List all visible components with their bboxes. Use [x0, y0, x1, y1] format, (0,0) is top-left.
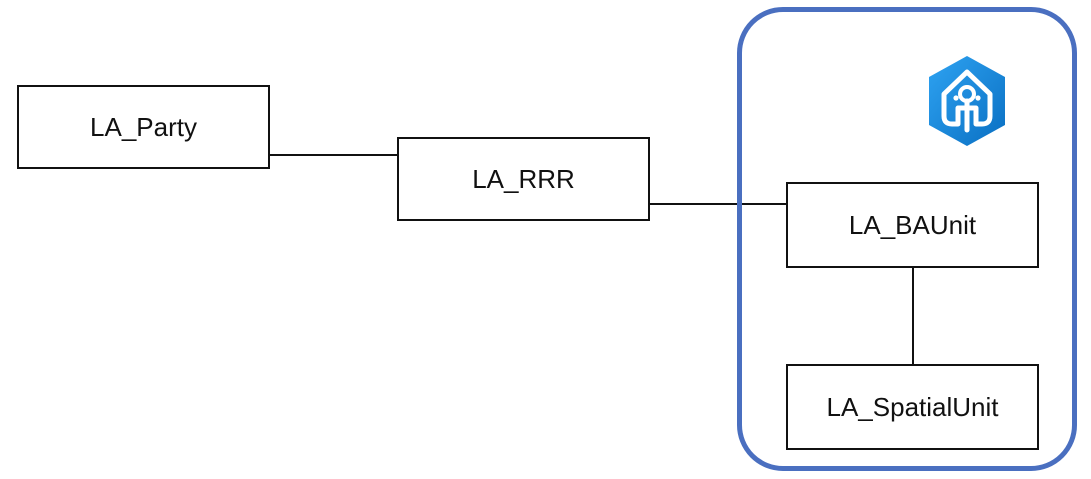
entity-label: LA_SpatialUnit	[826, 391, 999, 422]
entity-label: LA_RRR	[472, 163, 575, 194]
entity-la-rrr: LA_RRR	[397, 137, 650, 221]
building-key-icon	[926, 54, 1008, 148]
entity-la-spatialunit: LA_SpatialUnit	[786, 364, 1039, 450]
entity-la-party: LA_Party	[17, 85, 270, 169]
entity-label: LA_BAUnit	[848, 209, 977, 240]
entity-la-baunit: LA_BAUnit	[786, 182, 1039, 268]
group-frame	[737, 7, 1077, 471]
entity-label: LA_Party	[90, 111, 197, 142]
